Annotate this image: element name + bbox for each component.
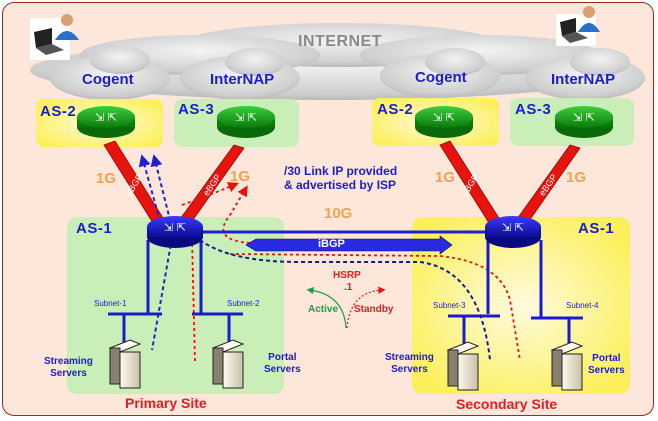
svg-text:⇲ ⇱: ⇲ ⇱ — [164, 221, 186, 234]
router-icon: ⇲ ⇱ — [485, 216, 541, 248]
hsrp-label: HSRP — [333, 270, 361, 281]
site-name: Primary Site — [125, 395, 207, 411]
label-line: Servers — [264, 364, 301, 375]
site-as-label: AS-1 — [76, 220, 113, 237]
router-icon: ⇲ ⇱ — [555, 106, 613, 138]
label-line: Streaming — [385, 352, 434, 363]
subnet-label: Subnet-4 — [566, 301, 599, 310]
server-icon — [108, 339, 142, 389]
hsrp-active-arrow — [306, 286, 347, 329]
traffic-path-blue — [150, 154, 173, 229]
server-icon — [211, 339, 245, 389]
link-speed: 1G — [230, 168, 251, 185]
secondary-lan — [448, 240, 583, 344]
link-speed: 1G — [435, 169, 456, 186]
server-group-label: Streaming Servers — [44, 356, 93, 380]
subnet-label: Subnet-3 — [433, 301, 466, 310]
link-ip-note: /30 Link IP provided & advertised by ISP — [284, 164, 397, 192]
hsrp-active: Active — [308, 304, 339, 315]
hsrp-standby: Standby — [354, 304, 394, 315]
cloud-icon — [180, 48, 300, 100]
note-line: /30 Link IP provided — [284, 164, 398, 178]
as-label: AS-3 — [515, 101, 552, 118]
router-icon: ⇲ ⇱ — [415, 106, 473, 138]
note-line: & advertised by ISP — [284, 178, 397, 192]
router-icon: ⇲ ⇱ — [217, 106, 275, 138]
cloud-icon — [525, 48, 645, 100]
router-icon: ⇲ ⇱ — [147, 216, 203, 248]
provider-name: Cogent — [82, 71, 134, 88]
as-label: AS-3 — [178, 101, 215, 118]
subnet-label: Subnet-1 — [94, 299, 127, 308]
site-as-label: AS-1 — [578, 220, 615, 237]
svg-text:⇲ ⇱: ⇲ ⇱ — [573, 111, 595, 124]
cloud-icon — [380, 48, 500, 98]
link-speed: 1G — [96, 170, 117, 187]
server-icon — [446, 341, 480, 391]
primary-lan — [108, 240, 243, 342]
traffic-path-blue — [138, 154, 163, 229]
subnet-label: Subnet-2 — [227, 299, 260, 308]
ebgp-links — [103, 140, 581, 232]
provider-name: Cogent — [415, 69, 467, 86]
label-line: Servers — [588, 365, 625, 376]
svg-text:⇲ ⇱: ⇲ ⇱ — [502, 221, 524, 234]
server-group-label: Streaming Servers — [385, 352, 434, 376]
hsrp-standby-arrow — [346, 286, 386, 329]
site-name: Secondary Site — [456, 396, 558, 412]
label-line: Portal — [268, 352, 297, 363]
server-group-label: Portal Servers — [264, 352, 301, 376]
provider-name: InterNAP — [551, 71, 616, 88]
server-icon — [550, 341, 584, 391]
traffic-path-red — [191, 237, 196, 363]
server-group-label: Portal Servers — [588, 353, 625, 377]
traffic-path-red — [222, 185, 251, 244]
cloud-icon — [50, 46, 170, 100]
interconnect-speed: 10G — [324, 205, 353, 222]
as-label: AS-2 — [40, 103, 77, 120]
laptop-user-icon — [30, 14, 79, 60]
as-label: AS-2 — [377, 101, 414, 118]
router-icon: ⇲ ⇱ — [77, 106, 135, 138]
laptop-user-icon — [556, 6, 600, 46]
internet-label: INTERNET — [298, 33, 382, 50]
provider-name: InterNAP — [210, 71, 275, 88]
ibgp-arrow — [245, 235, 453, 255]
svg-text:⇲ ⇱: ⇲ ⇱ — [95, 111, 117, 124]
label-line: Servers — [391, 364, 428, 375]
label-line: Streaming — [44, 356, 93, 367]
hsrp-vip: .1 — [344, 282, 353, 293]
label-line: Portal — [592, 353, 621, 364]
traffic-path-blue — [151, 237, 173, 351]
label-line: Servers — [50, 368, 87, 379]
ibgp-label: iBGP — [318, 238, 345, 250]
svg-text:⇲ ⇱: ⇲ ⇱ — [433, 111, 455, 124]
svg-text:⇲ ⇱: ⇲ ⇱ — [235, 111, 257, 124]
link-speed: 1G — [566, 169, 587, 186]
